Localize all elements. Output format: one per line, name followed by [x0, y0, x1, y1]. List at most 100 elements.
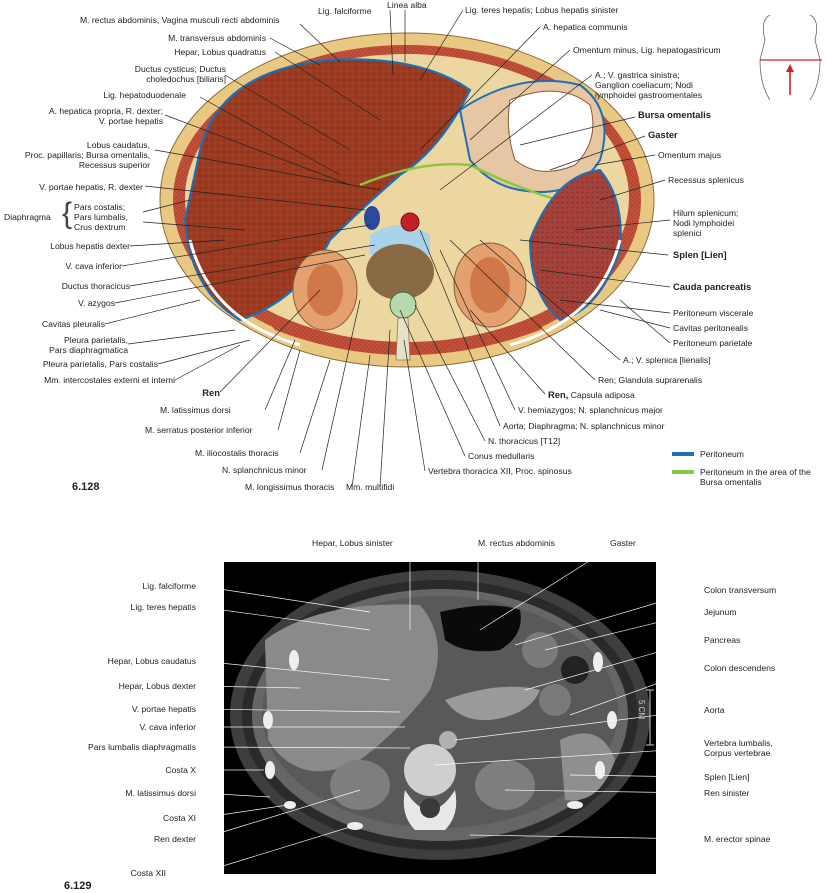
label-longissimus: M. longissimus thoracis [245, 482, 335, 492]
label-gastrica-1: A.; V. gastrica sinistra; [595, 70, 680, 80]
label-suprarenalis: Ren; Glandula suprarenalis [598, 375, 703, 385]
aorta [400, 212, 420, 232]
ct-label-colon-descendens: Colon descendens [704, 663, 776, 673]
ct-label-splen: Splen [Lien] [704, 772, 750, 782]
label-diaph-brace: { [62, 197, 73, 230]
ct-label-falciforme: Lig. falciforme [142, 581, 197, 591]
ct-label-costa-xi: Costa XI [163, 813, 196, 823]
ct-aorta [439, 731, 457, 749]
label-lobus-dexter: Lobus hepatis dexter [50, 241, 130, 251]
label-linea-alba: Linea alba [387, 0, 427, 10]
label-teres: Lig. teres hepatis; Lobus hepatis sinist… [465, 5, 619, 15]
label-diaph-3: Crus dextrum [74, 222, 126, 232]
ct-label-portae: V. portae hepatis [131, 704, 196, 714]
ct-scale-bar [646, 689, 654, 746]
label-portae-dexter: V. portae hepatis, R. dexter [39, 182, 143, 192]
label-gaster: Gaster [648, 129, 678, 140]
figure-number-1: 6.128 [72, 481, 100, 493]
ct-label-cava: V. cava inferior [139, 722, 196, 732]
ct-label-erector: M. erector spinae [704, 834, 771, 844]
label-hep-propria-2: V. portae hepatis [98, 116, 163, 126]
label-hemiazygos: V. hemiazygos; N. splanchnicus major [518, 405, 663, 415]
pleural-cavity-right [188, 239, 301, 347]
ct-rib [289, 650, 299, 670]
ct-label-colon-transversum: Colon transversum [704, 585, 777, 595]
label-cav-perit: Cavitas peritonealis [673, 323, 748, 333]
ct-rib [567, 801, 583, 809]
ct-right-kidney [330, 760, 390, 810]
ct-liver [265, 604, 438, 772]
bursa-line [359, 162, 576, 207]
label-caudatus-1: Lobus caudatus, [86, 140, 150, 150]
ct-label-costa-xii: Costa XII [130, 868, 166, 878]
label-diaph-1: Pars costalis; [74, 202, 126, 212]
label-thoracicus: Ductus thoracicus [61, 281, 130, 291]
label-splanch-minor: N. splanchnicus minor [222, 465, 307, 475]
label-diaph-2: Pars lumbalis, [74, 212, 128, 222]
label-serratus: M. serratus posterior inferior [145, 425, 253, 435]
back-muscles [250, 300, 565, 355]
label-hepatoduodenale: Lig. hepatoduodenale [103, 90, 186, 100]
label-cavitas-pleuralis: Cavitas pleuralis [41, 319, 105, 329]
label-caudatus-3: Recessus superior [78, 160, 150, 170]
ct-label-pancreas: Pancreas [704, 635, 741, 645]
label-visc: Peritoneum viscerale [673, 308, 754, 318]
label-cysticus-1: Ductus cysticus; Ductus [134, 64, 226, 74]
label-bursa: Bursa omentalis [638, 109, 711, 120]
legend-bursa-2: Bursa omentalis [700, 477, 762, 487]
label-omentum-minus: Omentum minus, Lig. hepatogastricum [573, 45, 721, 55]
label-hilum-3: splenici [673, 228, 702, 238]
label-pariet: Peritoneum parietale [673, 338, 753, 348]
ct-rib [595, 761, 605, 779]
ct-label-jejunum: Jejunum [704, 607, 737, 617]
ct-label-gaster: Gaster [610, 538, 636, 548]
ct-label-pars-lumbalis: Pars lumbalis diaphragmatis [88, 742, 196, 752]
label-splenica: A.; V. splenica [lienalis] [623, 355, 711, 365]
ct-label-teres: Lig. teres hepatis [130, 602, 196, 612]
legend-swatch-bursa [672, 470, 694, 474]
ct-label-costa-x: Costa X [165, 765, 196, 775]
ct-rib [284, 801, 296, 809]
liver [183, 58, 472, 322]
label-falciforme: Lig. falciforme [318, 6, 372, 16]
label-multifidi: Mm. multifidi [346, 482, 395, 492]
label-ren: Ren [202, 387, 220, 398]
label-transversus: M. transversus abdominis [168, 33, 266, 43]
label-gastrica-2: Ganglion coeliacum; Nodi [595, 80, 693, 90]
label-ren-capsula-bold: Ren, [548, 389, 569, 400]
label-cysticus-2: choledochus [biliaris] [146, 74, 226, 84]
label-pleura-diaph-2: Pars diaphragmatica [49, 345, 128, 355]
ct-pancreas [445, 686, 540, 721]
ct-label-ren-dexter: Ren dexter [153, 834, 196, 844]
ct-label-vertebra-2: Corpus vertebrae [704, 748, 771, 758]
label-azygos: V. azygos [78, 298, 115, 308]
stomach-lumen [507, 90, 594, 172]
label-caudatus-2: Proc. papillaris; Bursa omentalis, [24, 150, 150, 160]
ct-vertebral-body [404, 744, 456, 796]
ct-label-caudatus: Hepar, Lobus caudatus [107, 656, 196, 666]
label-aorta: Aorta; Diaphragma; N. splanchnicus minor [503, 421, 665, 431]
label-cauda: Cauda pancreatis [673, 281, 752, 292]
label-rectus: M. rectus abdominis, Vagina musculi rect… [80, 15, 280, 25]
label-n-thoracicus: N. thoracicus [T12] [488, 436, 561, 446]
orientation-figure [759, 14, 822, 101]
label-conus: Conus medullaris [468, 451, 535, 461]
label-splen: Splen [Lien] [673, 249, 727, 260]
vena-cava [364, 206, 380, 230]
legend-peritoneum: Peritoneum [700, 449, 744, 459]
label-intercostales: Mm. intercostales externi et interni [44, 375, 175, 385]
figure-number-2: 6.129 [64, 880, 92, 892]
ct-left-kidney [475, 760, 535, 810]
ct-label-dexter: Hepar, Lobus dexter [118, 681, 196, 691]
spinal-cord [389, 291, 417, 319]
legend-bursa-1: Peritoneum in the area of the [700, 467, 811, 477]
pleural-cavity-left [509, 239, 622, 347]
label-vertebra: Vertebra thoracica XII, Proc. spinosus [428, 466, 572, 476]
ct-label-lobus-sinister: Hepar, Lobus sinister [312, 538, 393, 548]
ct-scale-label: 5 CM [637, 700, 646, 720]
ct-rib [265, 761, 275, 779]
ct-rib [607, 711, 617, 729]
ct-jejunum [522, 632, 558, 668]
label-ren-capsula: Ren, Capsula adiposa [548, 389, 635, 401]
